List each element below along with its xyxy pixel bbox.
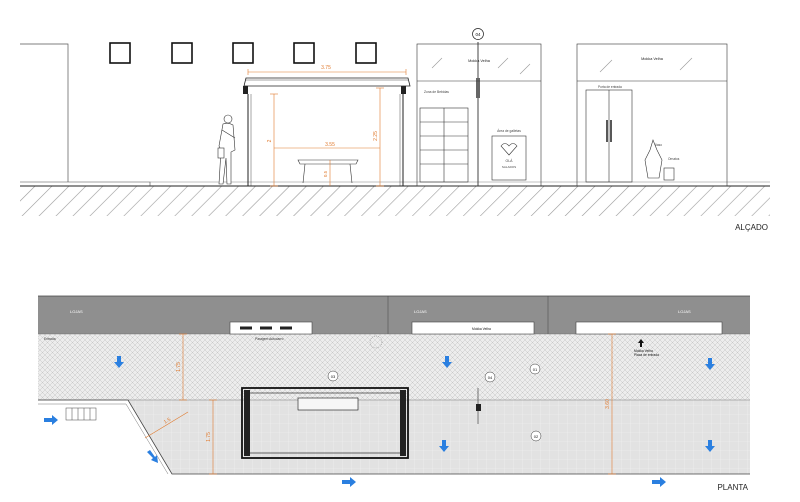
plan-right-sign-2: Placa de entrada: [634, 353, 659, 357]
shop-label-1: LOJAS: [70, 309, 83, 314]
shop-label-2: LOJAS: [414, 309, 427, 314]
zone-04: 04: [488, 375, 493, 380]
shop-left-counter-sign: Área de galletas: [497, 129, 521, 133]
sidewalk-paving: [38, 334, 750, 400]
plan-bench-label: Mokka Velha: [472, 327, 491, 331]
facade-window: [109, 42, 131, 64]
facade-window: [355, 42, 377, 64]
shop-right-door-sign: Porta de entrada: [598, 85, 622, 89]
dim-total-depth: 3.60: [605, 399, 611, 409]
person-figure: [217, 114, 236, 185]
dim-height-right: 2.25: [373, 131, 379, 141]
zone-markers: [327, 363, 542, 442]
left-building: [20, 43, 69, 182]
ground-hatch: [20, 186, 770, 216]
shop-niches: [229, 321, 723, 335]
bus-shelter: [243, 77, 411, 186]
dim-sidewalk-depth: 1.75: [176, 362, 182, 372]
dim-shelter-depth: 1.75: [206, 432, 212, 442]
tree-grate: [369, 335, 383, 349]
dim-bench-span: 3.55: [325, 142, 335, 148]
arrow-right-icon: [652, 477, 666, 487]
elevation-view: 3.75 3.55 2 2.25 0.5 04: [20, 28, 770, 216]
zone-02: 02: [534, 434, 539, 439]
arrow-right-icon: [342, 477, 356, 487]
facade-window: [171, 42, 193, 64]
plan-dimensions: [144, 333, 616, 475]
zone-01: 01: [533, 367, 538, 372]
shop-left-logo-sub: SALADOS: [502, 165, 516, 169]
elevation-dimensions: [247, 69, 407, 187]
callout-tag: 04: [475, 32, 481, 37]
shop-label-3: LOJAS: [678, 309, 691, 314]
arrow-down-icon: [114, 356, 124, 368]
shop-left-logo: OLÁ: [505, 159, 513, 163]
shop-right-plant-tag: Vaso: [655, 143, 662, 147]
arrow-down-icon: [705, 440, 715, 452]
facade-window: [232, 42, 254, 64]
dim-height-left: 2: [267, 139, 273, 142]
shelter-footprint: [241, 387, 409, 459]
shop-front-left: [416, 43, 542, 187]
sidewalk-slab: [20, 181, 151, 186]
shop-right-plant-note: Ornatos: [668, 157, 680, 161]
arrow-right-icon: [44, 415, 58, 425]
facade-window: [293, 42, 315, 64]
sign-pole-plan: [476, 388, 481, 424]
curb-line: [38, 399, 750, 475]
plan-view: 1.75 1.75 1.5 3.60 01 02 03 04: [38, 295, 750, 487]
shop-left-name: Mokka Velha: [468, 59, 491, 63]
arrow-down-icon: [442, 356, 452, 368]
callout-circle: [472, 28, 484, 40]
bike-rack: [65, 407, 97, 421]
shop-left-sign: Zona de Bebidas: [424, 90, 449, 94]
arrow-down-icon: [705, 358, 715, 370]
arrow-up-icon: [638, 339, 644, 347]
plan-bench-sub: Paragem Autocarro: [255, 337, 284, 341]
plan-title: PLANTA: [717, 483, 748, 492]
shop-right-name: Mokka Velha: [641, 57, 664, 61]
plan-left-label: Entrada: [44, 337, 56, 341]
elevation-title: ALÇADO: [735, 223, 768, 232]
plan-right-sign-1: Mokka Velha: [634, 349, 653, 353]
arrow-down-icon: [439, 440, 449, 452]
dim-seat-height: 0.5: [323, 170, 328, 177]
shop-front-right: [576, 43, 728, 187]
flow-arrows: [44, 356, 715, 487]
sign-pole: [472, 28, 484, 186]
dim-canopy-width: 3.75: [321, 65, 331, 71]
shelter-paving: [128, 400, 750, 474]
dim-ramp-width: 1.5: [163, 417, 172, 426]
zone-03: 03: [331, 374, 336, 379]
arrow-diagonal-icon: [147, 450, 158, 463]
